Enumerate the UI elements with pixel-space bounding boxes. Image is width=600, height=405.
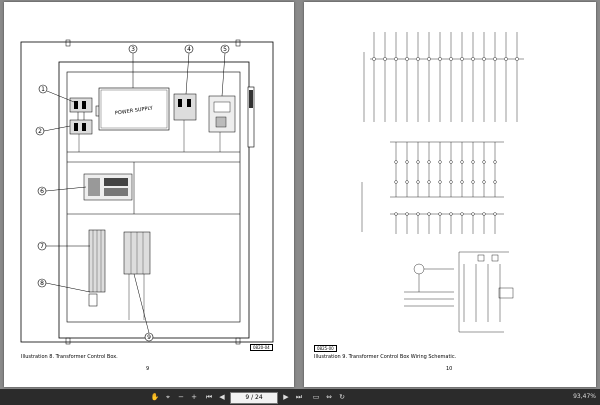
first-page-icon[interactable]: ⏮ [205, 393, 213, 401]
callout-5: 5 [223, 46, 227, 53]
fit-width-icon[interactable]: ⇔ [326, 393, 332, 401]
figure-caption-right: Illustration 9. Transformer Control Box … [314, 354, 457, 360]
callout-6: 6 [40, 188, 44, 195]
callout-9: 9 [147, 334, 151, 341]
rotate-icon[interactable]: ↻ [339, 393, 345, 401]
callout-4: 4 [187, 46, 191, 53]
page-indicator-input[interactable]: 9 / 24 [230, 392, 278, 404]
figure-code-right: 0825-00 [314, 345, 337, 352]
prev-page-icon[interactable]: ◀ [219, 393, 225, 401]
figure-code: 0820-04 [250, 344, 273, 351]
hand-icon[interactable]: ✋ [150, 393, 160, 401]
select-icon[interactable]: ⌖ [166, 393, 170, 401]
wiring-schematic [361, 32, 524, 333]
zoom-level[interactable]: 93,47% [573, 393, 596, 400]
zoom-in-icon[interactable]: + [191, 393, 197, 401]
viewer-toolbar: ✋ ⌖ − + ⏮ ◀ 9 / 24 ▶ ⏭ ▭ ⇔ ↻ 93,47% [0, 389, 600, 405]
callout-leaders [43, 52, 226, 334]
control-box-illustration [20, 39, 274, 345]
power-supply-label: POWER SUPPLY [115, 105, 155, 116]
fit-page-icon[interactable]: ▭ [312, 393, 320, 401]
document-page-left: 1 2 3 4 5 6 7 8 9 POWER SUPPLY 0820-04 I… [4, 2, 294, 387]
callout-2: 2 [38, 128, 42, 135]
next-page-icon[interactable]: ▶ [283, 393, 289, 401]
last-page-icon[interactable]: ⏭ [295, 393, 303, 401]
figure-caption: Illustration 8. Transformer Control Box. [21, 354, 118, 360]
page-number-right: 10 [446, 366, 453, 372]
callout-1: 1 [41, 86, 45, 93]
zoom-out-icon[interactable]: − [178, 393, 184, 401]
callout-3: 3 [131, 46, 135, 53]
page-number: 9 [146, 366, 150, 372]
callout-8: 8 [40, 280, 44, 287]
callout-7: 7 [40, 243, 44, 250]
document-page-right: 0825-00 Illustration 9. Transformer Cont… [304, 2, 596, 387]
